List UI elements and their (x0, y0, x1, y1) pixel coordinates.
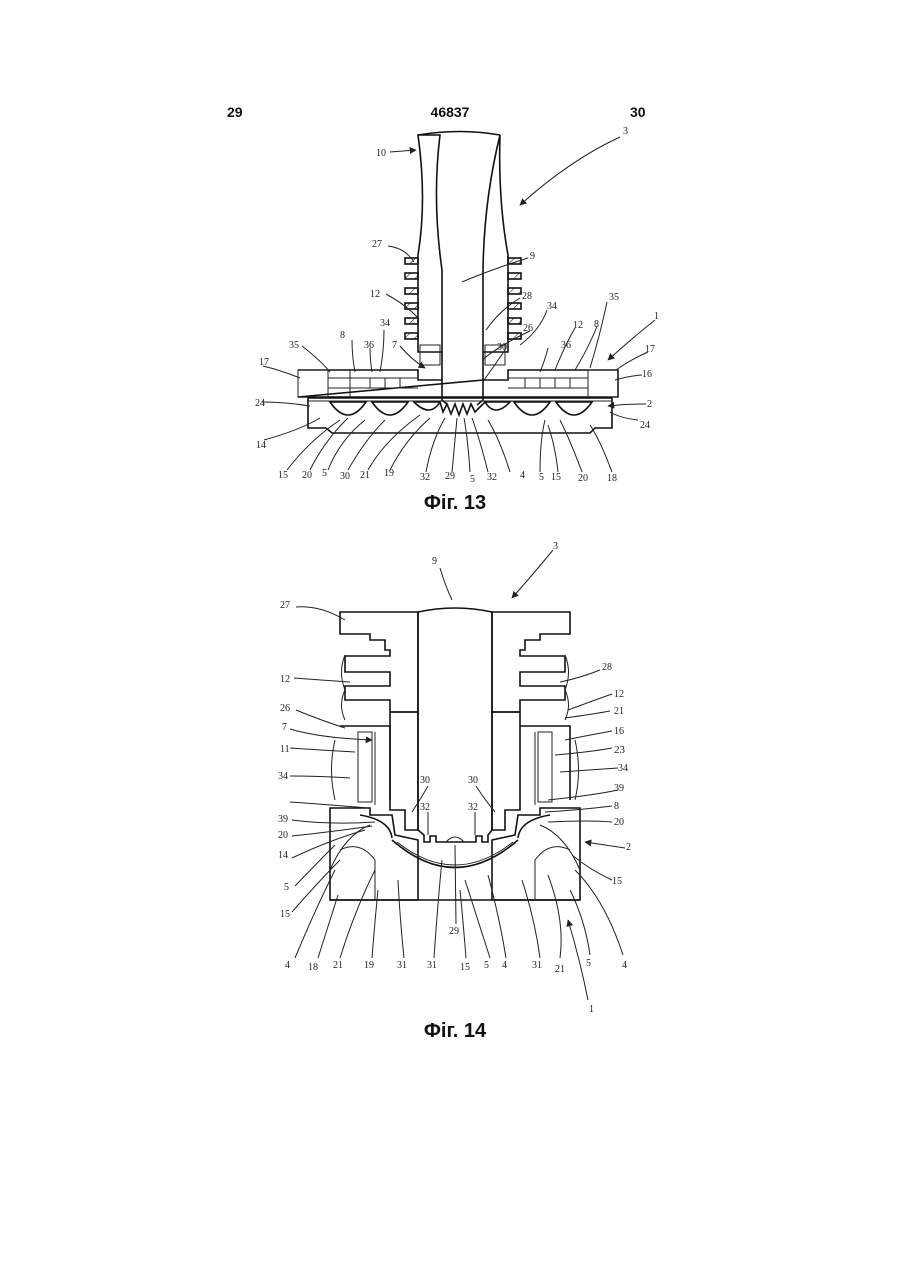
figure-13-labels: 10 3 27 9 12 28 34 35 1 26 12 8 35 34 8 … (255, 126, 659, 485)
label-31: 31 (397, 960, 407, 971)
label-5c: 5 (586, 958, 591, 969)
label-16: 16 (642, 369, 652, 380)
label-28: 28 (522, 291, 532, 302)
label-35b: 35 (289, 340, 299, 351)
label-32b: 32 (487, 472, 497, 483)
label-4b: 4 (502, 960, 507, 971)
label-18: 18 (607, 473, 617, 484)
label-32b: 32 (468, 802, 478, 813)
label-39b: 39 (614, 783, 624, 794)
label-4: 4 (285, 960, 290, 971)
label-29: 29 (449, 926, 459, 937)
label-7: 7 (392, 340, 397, 351)
label-34: 34 (278, 771, 288, 782)
label-5: 5 (322, 468, 327, 479)
label-20b: 20 (578, 473, 588, 484)
figure-14-caption: Фіг. 14 (355, 1020, 555, 1043)
label-15: 15 (278, 470, 288, 481)
label-34b: 34 (380, 318, 390, 329)
label-24b: 24 (640, 420, 650, 431)
label-5b: 5 (470, 474, 475, 485)
label-12b: 12 (573, 320, 583, 331)
label-5c: 5 (539, 472, 544, 483)
figure-13-drawing (298, 132, 618, 434)
label-1: 1 (589, 1004, 594, 1015)
label-32: 32 (420, 802, 430, 813)
label-27: 27 (280, 600, 290, 611)
label-30b: 30 (468, 775, 478, 786)
label-15b: 15 (280, 909, 290, 920)
label-12: 12 (280, 674, 290, 685)
label-8: 8 (614, 801, 619, 812)
label-34b: 34 (618, 763, 628, 774)
label-17: 17 (259, 357, 269, 368)
label-12: 12 (370, 289, 380, 300)
label-31c: 31 (532, 960, 542, 971)
label-29: 29 (445, 471, 455, 482)
label-32: 32 (420, 472, 430, 483)
label-15b: 15 (551, 472, 561, 483)
label-28: 28 (602, 662, 612, 673)
label-23: 23 (614, 744, 626, 756)
label-36b: 36 (561, 340, 571, 351)
label-11: 11 (280, 744, 290, 755)
label-20b: 20 (614, 817, 624, 828)
label-21b: 21 (333, 960, 343, 971)
label-19: 19 (384, 468, 394, 479)
label-15: 15 (612, 876, 622, 887)
label-5b: 5 (484, 960, 489, 971)
label-14: 14 (278, 850, 288, 861)
label-35: 35 (609, 292, 619, 303)
label-16: 16 (614, 726, 624, 737)
label-30: 30 (420, 775, 430, 786)
label-9: 9 (432, 556, 437, 567)
label-24: 24 (255, 398, 265, 409)
figure-13-caption: Фіг. 13 (355, 492, 555, 515)
label-27: 27 (372, 239, 382, 250)
label-34: 34 (547, 301, 557, 312)
label-30: 30 (497, 342, 507, 353)
label-15c: 15 (460, 962, 470, 973)
label-10: 10 (376, 148, 386, 159)
label-2: 2 (626, 842, 631, 853)
label-21: 21 (614, 706, 624, 717)
label-31b: 31 (427, 960, 437, 971)
label-21c: 21 (555, 964, 565, 975)
label-8b: 8 (340, 330, 345, 341)
label-14: 14 (256, 440, 266, 451)
label-26: 26 (523, 323, 533, 334)
label-1: 1 (654, 311, 659, 322)
label-39: 39 (278, 814, 288, 825)
label-17b: 17 (645, 344, 655, 355)
label-36: 36 (364, 340, 374, 351)
label-26: 26 (280, 703, 290, 714)
label-4c: 4 (622, 960, 627, 971)
label-30b: 30 (340, 471, 350, 482)
label-18: 18 (308, 962, 318, 973)
label-7: 7 (282, 722, 287, 733)
label-9: 9 (530, 251, 535, 262)
label-5: 5 (284, 882, 289, 893)
label-3: 3 (553, 541, 558, 552)
label-20: 20 (302, 470, 312, 481)
label-8: 8 (594, 319, 599, 330)
figure-13-leaders (262, 137, 655, 472)
label-3: 3 (623, 126, 628, 137)
label-21: 21 (360, 470, 370, 481)
label-19: 19 (364, 960, 374, 971)
label-12b: 12 (614, 689, 624, 700)
label-2: 2 (647, 399, 652, 410)
label-20: 20 (278, 830, 288, 841)
label-4: 4 (520, 470, 525, 481)
